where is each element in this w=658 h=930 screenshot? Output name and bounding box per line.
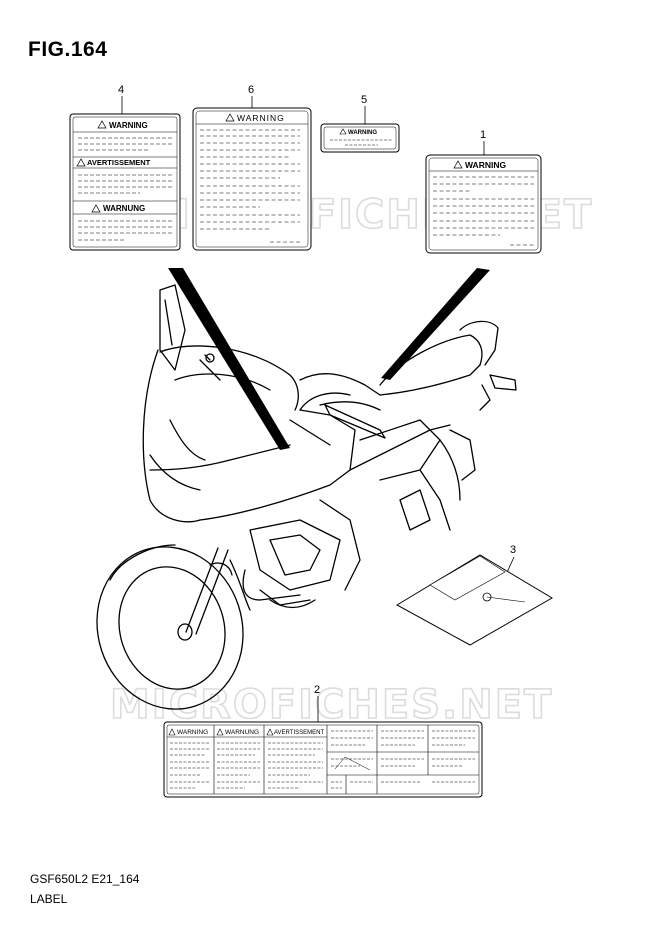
callout-3: 3 bbox=[510, 544, 516, 556]
label-1[interactable]: 1 WARNING bbox=[425, 129, 542, 254]
label-1-heading: WARNING bbox=[465, 160, 506, 170]
label-2[interactable]: 2 WARNING WARNUNG AVERTISSEMENT bbox=[163, 684, 483, 798]
warning-triangle-icon bbox=[168, 728, 176, 736]
model-code: GSF650L2 E21_164 bbox=[30, 872, 140, 886]
motorcycle-illustration bbox=[96, 284, 517, 710]
section-name: LABEL bbox=[30, 892, 68, 906]
label-3[interactable]: 3 bbox=[395, 544, 553, 646]
label-6-heading: WARNING bbox=[237, 113, 285, 123]
label-2-heading-3: AVERTISSEMENT bbox=[274, 730, 324, 736]
pointer-label-1 bbox=[381, 268, 490, 380]
callout-1: 1 bbox=[480, 129, 486, 141]
figure-title: FIG.164 bbox=[28, 38, 108, 61]
warning-triangle-icon bbox=[453, 160, 463, 169]
callout-4: 4 bbox=[118, 84, 124, 96]
warning-triangle-icon bbox=[216, 728, 224, 736]
warning-triangle-icon bbox=[91, 204, 101, 213]
callout-2: 2 bbox=[314, 684, 320, 696]
label-6[interactable]: 6 WARNING bbox=[192, 84, 312, 251]
warning-triangle-icon bbox=[225, 113, 235, 122]
callout-5: 5 bbox=[361, 94, 367, 106]
label-4[interactable]: 4 WARNING AVERTISSEMENT WARNUNG bbox=[69, 84, 181, 251]
pointer-label-4 bbox=[168, 268, 290, 450]
label-5-heading: WARNING bbox=[348, 130, 377, 136]
warning-triangle-icon bbox=[97, 120, 107, 129]
warning-triangle-icon bbox=[339, 128, 347, 135]
label-2-heading-2: WARNUNG bbox=[225, 729, 259, 736]
label-4-heading-3: WARNUNG bbox=[103, 204, 145, 213]
warning-triangle-icon bbox=[76, 158, 86, 167]
label-5[interactable]: 5 WARNING bbox=[320, 94, 400, 153]
warning-triangle-icon bbox=[266, 728, 274, 736]
label-2-heading-1: WARNING bbox=[177, 729, 208, 736]
label-4-heading-1: WARNING bbox=[109, 121, 148, 130]
callout-6: 6 bbox=[248, 84, 254, 96]
label-4-heading-2: AVERTISSEMENT bbox=[87, 158, 151, 167]
